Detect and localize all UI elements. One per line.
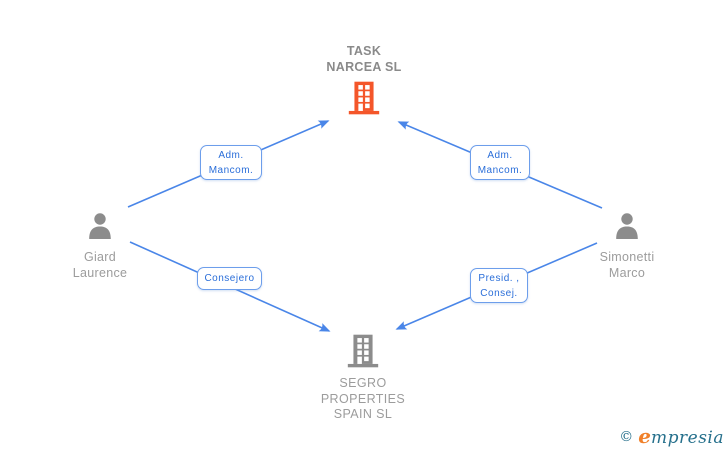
copyright-icon: © (619, 429, 634, 445)
person-name: Simonetti Marco (599, 250, 655, 280)
brand-text: mpresia (651, 428, 724, 448)
edge-label-consejero: Consejero (197, 267, 262, 290)
edge-label-adm-mancom-left: Adm. Mancom. (200, 145, 262, 180)
person-name: Giard Laurence (72, 250, 128, 280)
building-icon (347, 334, 379, 368)
building-icon (348, 81, 380, 115)
empresia-logo[interactable]: ©empresia (619, 424, 724, 448)
edge-label-adm-mancom-right: Adm. Mancom. (470, 145, 530, 180)
company-name: TASK NARCEA SL (326, 44, 402, 74)
person-icon (89, 213, 111, 239)
company-name: SEGRO PROPERTIES SPAIN SL (320, 376, 406, 421)
node-person-simonetti-marco[interactable]: Simonetti Marco (567, 211, 687, 281)
node-company-task-narcea[interactable]: TASK NARCEA SL (303, 44, 425, 116)
node-person-giard-laurence[interactable]: Giard Laurence (40, 211, 160, 281)
node-company-segro-properties[interactable]: SEGRO PROPERTIES SPAIN SL (302, 333, 424, 423)
person-icon (616, 213, 638, 239)
brand-initial: e (638, 424, 651, 448)
edge-label-presid-consej: Presid. , Consej. (470, 268, 528, 303)
